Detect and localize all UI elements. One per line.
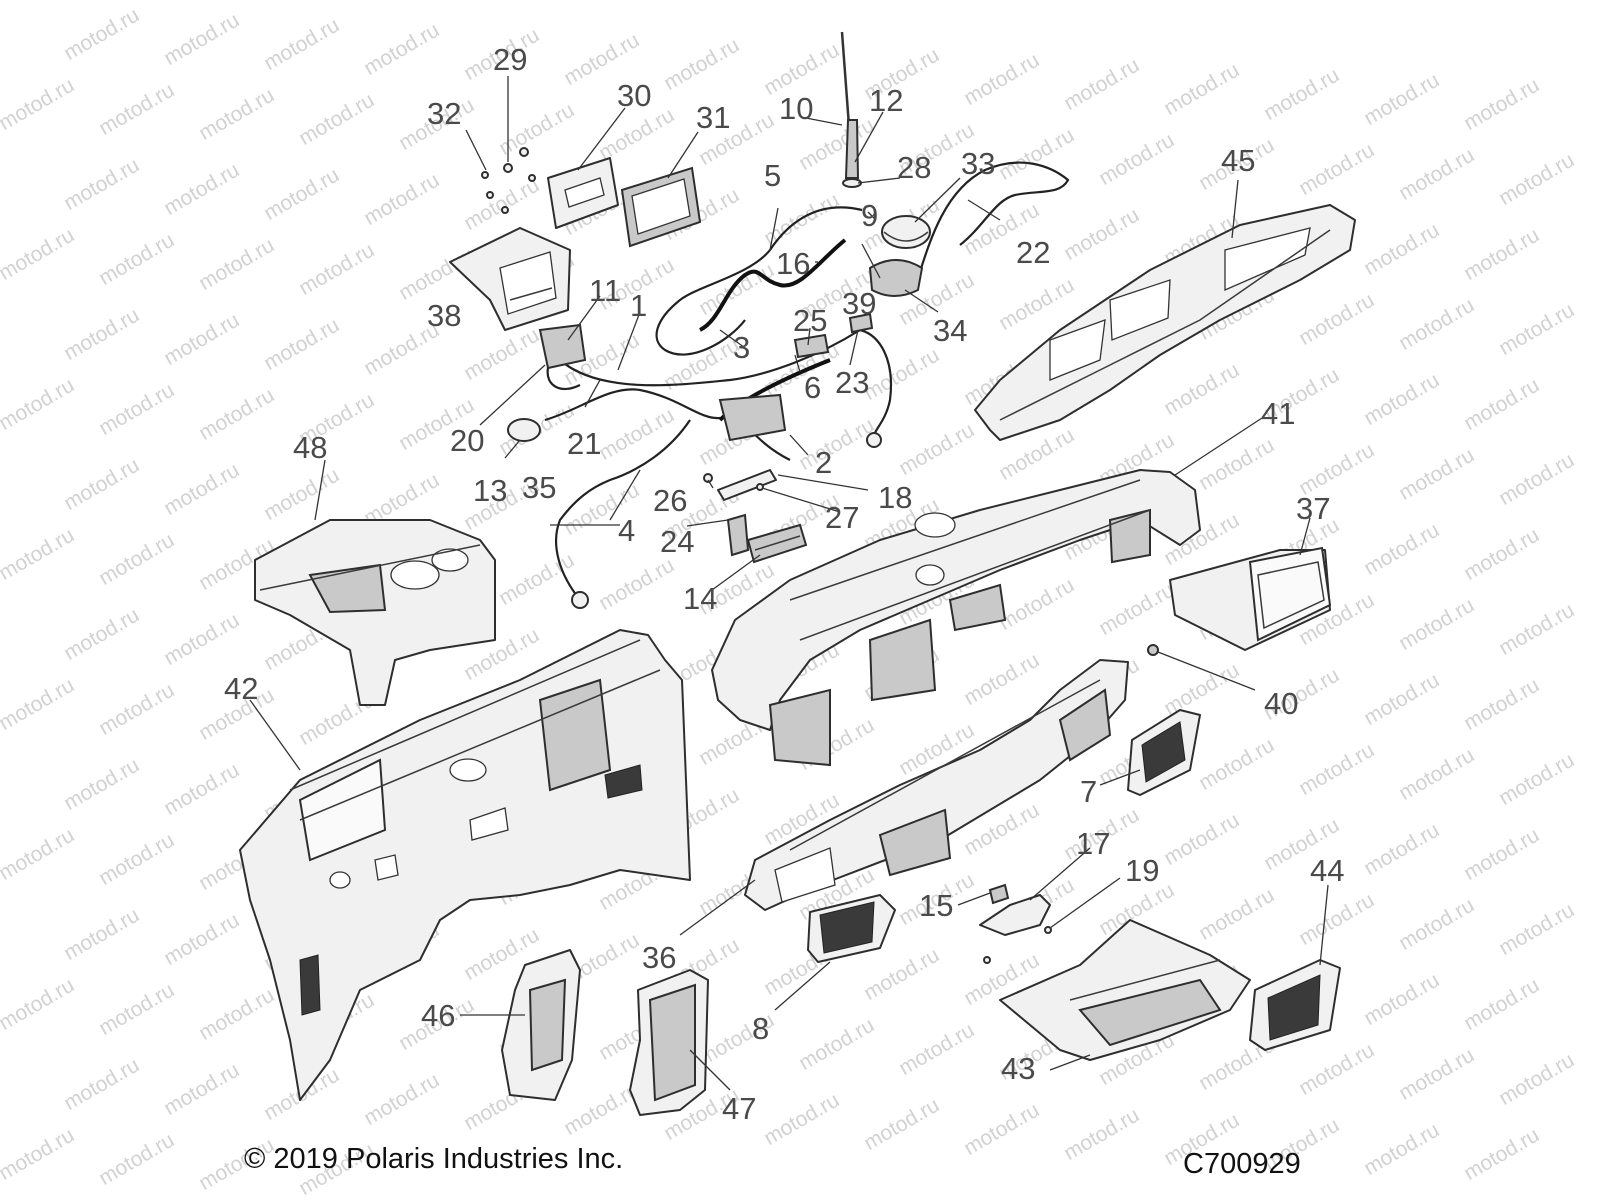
callout-37: 37 [1296,491,1331,526]
gps-base-part [868,259,924,297]
lower-panel-42-part [239,629,691,1101]
callout-7: 7 [1080,774,1098,809]
antenna-cable [655,206,863,356]
speaker-7-part [1127,709,1201,796]
side-panel-47-part [629,969,709,1116]
callout-36: 36 [642,940,677,975]
callout-21: 21 [567,426,602,461]
callout-20: 20 [450,423,485,458]
tray-43-part [999,919,1251,1061]
switch-connector-part [538,323,587,391]
callout-34: 34 [933,313,968,348]
callout-11: 11 [589,273,622,308]
callout-47: 47 [722,1091,757,1126]
callout-4: 4 [618,513,636,548]
callout-24: 24 [660,524,695,559]
vent-44-part [1249,959,1341,1051]
display-bezel-part [547,157,619,229]
callout-2: 2 [815,445,833,480]
nut-40 [1147,644,1159,656]
glove-box-part [1169,546,1332,651]
upper-dash-part [974,204,1356,441]
console-48-part [254,519,496,706]
callout-45: 45 [1221,143,1256,178]
callout-22: 22 [1016,235,1051,270]
callout-8: 8 [752,1011,770,1046]
copyright-notice: © 2019 Polaris Industries Inc. [244,1143,624,1175]
gps-dome-part [881,215,931,249]
main-harness [544,312,893,609]
callout-12: 12 [869,83,904,118]
callout-46: 46 [421,998,456,1033]
side-panel-46-part [501,949,581,1101]
callout-1: 1 [630,288,648,323]
harness-bracket-part [703,469,777,557]
cover-part-14 [746,523,808,564]
callout-39: 39 [842,286,877,321]
callout-9: 9 [861,198,879,233]
callout-27: 27 [825,500,860,535]
callout-42: 42 [224,671,259,706]
callout-19: 19 [1125,853,1160,888]
small-parts-15-17-19 [979,883,1052,964]
callout-40: 40 [1264,686,1299,721]
display-housing-part [449,227,571,331]
callout-16: 16 [776,246,811,281]
callout-10: 10 [779,91,814,126]
callout-44: 44 [1310,853,1345,888]
callout-15: 15 [919,888,954,923]
callout-30: 30 [617,78,652,113]
display-unit-part [620,166,702,248]
callout-33: 33 [961,146,996,181]
dash-frame-part [711,469,1201,767]
callout-38: 38 [427,298,462,333]
callout-5: 5 [764,158,782,193]
screws-29-32 [481,147,536,214]
grommet-part [507,418,541,442]
center-dash-part [744,659,1129,911]
callout-35: 35 [522,470,557,505]
wire-16 [698,238,847,332]
callout-29: 29 [493,42,528,77]
callout-41: 41 [1261,396,1296,431]
callout-26: 26 [653,483,688,518]
callout-23: 23 [835,365,870,400]
gps-cable [916,161,1070,279]
callout-17: 17 [1076,826,1111,861]
callout-6: 6 [804,370,822,405]
drawing-number: C700929 [1183,1148,1301,1180]
callout-32: 32 [427,96,462,131]
callout-25: 25 [793,303,828,338]
callout-43: 43 [1001,1051,1036,1086]
callout-18: 18 [878,480,913,515]
antenna-part [840,31,862,188]
callout-48: 48 [293,430,328,465]
callout-13: 13 [473,473,508,508]
callout-3: 3 [733,330,751,365]
callout-14: 14 [683,581,718,616]
leader-lines [249,76,1329,1091]
speaker-8-part [807,894,896,963]
callout-31: 31 [696,100,731,135]
callout-28: 28 [897,150,932,185]
